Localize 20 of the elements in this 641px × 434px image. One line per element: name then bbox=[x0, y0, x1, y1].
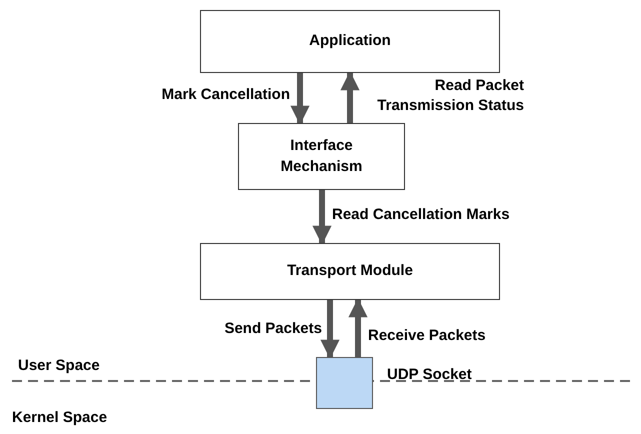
arrow bbox=[290, 73, 310, 125]
edge-label: Read Cancellation Marks bbox=[332, 205, 510, 224]
process-box bbox=[238, 123, 405, 190]
node-label: Transport Module bbox=[287, 261, 413, 282]
arrow bbox=[340, 71, 360, 123]
process-box bbox=[200, 10, 500, 73]
edge-label: Receive Packets bbox=[368, 326, 486, 346]
node-caption: UDP Socket bbox=[387, 365, 472, 384]
edge-label: Read Packet Transmission Status bbox=[376, 76, 524, 115]
arrow bbox=[348, 298, 368, 357]
process-box bbox=[200, 243, 500, 300]
arrow bbox=[312, 190, 332, 245]
edge-label: Send Packets bbox=[224, 319, 322, 338]
arrow bbox=[320, 300, 340, 359]
region-label: User Space bbox=[18, 356, 100, 376]
edge-label: Mark Cancellation bbox=[162, 85, 290, 104]
node-label: Application bbox=[309, 31, 391, 52]
node-label: Interface Mechanism bbox=[280, 136, 364, 176]
socket-box bbox=[316, 357, 373, 409]
region-label: Kernel Space bbox=[12, 408, 108, 428]
